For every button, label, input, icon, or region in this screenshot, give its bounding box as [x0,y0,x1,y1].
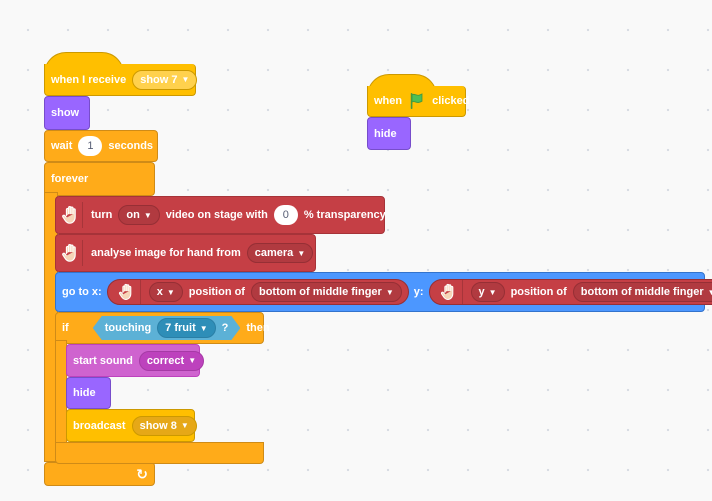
chevron-down-icon: ▼ [199,323,208,333]
chevron-down-icon: ▼ [188,356,197,365]
go-to-xy-block[interactable]: go to x: x ▼ position of bottom of middl… [55,272,712,312]
loop-arrow-icon: ↻ [136,465,148,482]
x-landmark-dropdown[interactable]: bottom of middle finger ▼ [250,282,402,302]
start-sound-label: start sound [73,354,133,367]
if-label: if [62,322,69,334]
x-position-reporter[interactable]: x ▼ position of bottom of middle finger … [106,279,409,305]
y-landmark-dropdown[interactable]: bottom of middle finger ▼ [572,282,712,302]
position-of-label: position of [188,286,245,298]
transparency-input[interactable]: 0 [273,205,298,225]
wait-label: wait [51,140,73,152]
seconds-label: seconds [108,140,154,152]
x-axis-dropdown[interactable]: x ▼ [148,282,183,302]
video-state-dropdown[interactable]: on ▼ [118,205,160,225]
transparency-label: % transparency [303,209,386,221]
show-label: show [51,107,80,119]
hide-label-2: hide [374,127,397,140]
when-i-receive-label: when I receive [51,73,127,86]
chevron-down-icon: ▼ [488,287,497,297]
question-mark: ? [221,322,229,334]
forever-bottom: ↻ [44,462,155,486]
turn-label: turn [91,209,113,221]
chevron-down-icon: ▼ [181,75,190,84]
broadcast-block[interactable]: broadcast show 8 ▼ [66,409,197,442]
chevron-down-icon: ▼ [180,421,189,430]
chevron-down-icon: ▼ [385,287,394,297]
hide-label: hide [73,387,96,399]
when-flag-clicked-block[interactable]: when clicked [367,86,470,117]
broadcast-label: broadcast [73,419,126,432]
when-i-receive-block[interactable]: when I receive show 7 ▼ [44,64,198,96]
y-position-reporter[interactable]: y ▼ position of bottom of middle finger … [428,279,712,305]
touching-condition[interactable]: touching 7 fruit ▼ ? [93,316,241,340]
hand-icon [60,240,83,266]
image-source-dropdown[interactable]: camera ▼ [246,243,314,263]
y-axis-dropdown[interactable]: y ▼ [470,282,505,302]
if-then-block[interactable]: if touching 7 fruit ▼ ? then [55,312,270,344]
chevron-down-icon: ▼ [143,210,152,220]
video-on-stage-label: video on stage with [165,209,268,221]
hide-block[interactable]: hide [66,377,111,409]
wait-block[interactable]: wait 1 seconds [44,130,158,162]
clicked-label: clicked [432,95,470,107]
go-to-x-label: go to x: [62,286,102,298]
wait-seconds-input[interactable]: 1 [78,136,103,156]
hand-icon [114,280,141,304]
start-sound-block[interactable]: start sound correct ▼ [66,344,205,377]
chevron-down-icon: ▼ [166,287,175,297]
hide-block-2[interactable]: hide [367,117,411,150]
chevron-down-icon: ▼ [707,287,712,297]
hand-icon [436,280,463,304]
message-dropdown[interactable]: show 7 ▼ [132,69,198,90]
if-bottom [55,442,264,464]
turn-video-block[interactable]: turn on ▼ video on stage with 0 % transp… [55,196,386,234]
touching-label: touching [104,322,152,334]
broadcast-message-dropdown[interactable]: show 8 ▼ [131,415,197,436]
chevron-down-icon: ▼ [297,248,306,258]
analyse-label: analyse image for hand from [91,247,241,259]
green-flag-icon [408,92,426,110]
position-of-label: position of [510,286,567,298]
forever-block[interactable]: forever [44,162,155,196]
analyse-image-block[interactable]: analyse image for hand from camera ▼ [55,234,316,272]
touching-target-dropdown[interactable]: 7 fruit ▼ [157,318,215,338]
sound-dropdown[interactable]: correct ▼ [138,350,205,371]
show-block[interactable]: show [44,96,90,130]
then-label: then [246,322,270,334]
forever-label: forever [51,173,89,185]
when-label: when [374,95,403,107]
hand-icon [60,202,83,228]
y-label: y: [413,286,424,298]
